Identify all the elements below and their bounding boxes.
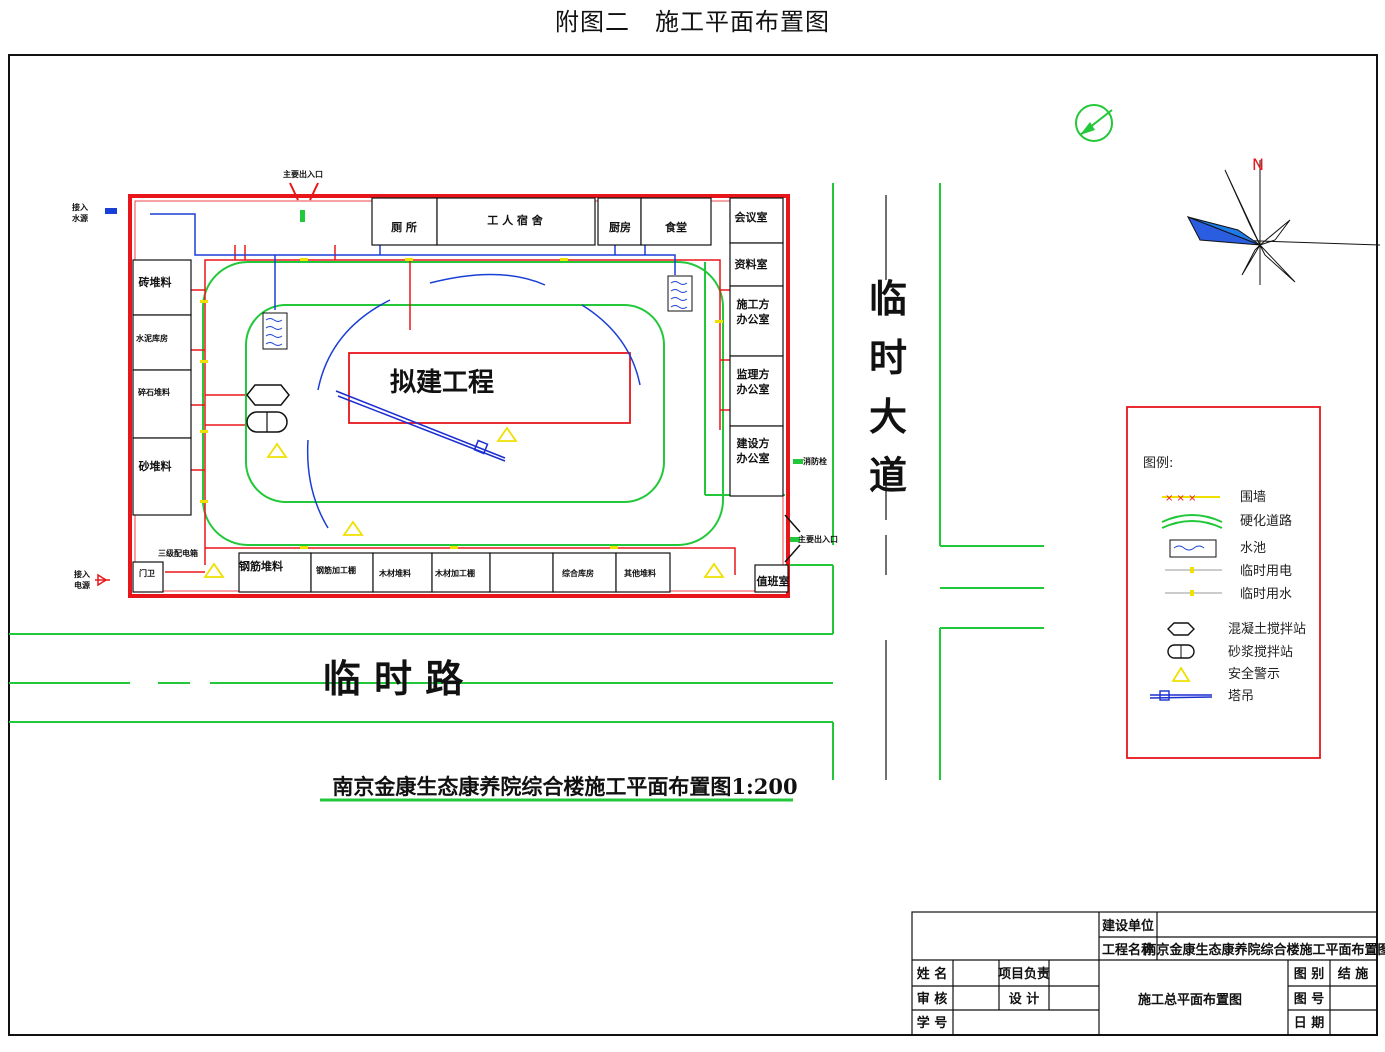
temp-road-label: 临 时 路 bbox=[323, 656, 464, 701]
room-archive: 资料室 bbox=[735, 257, 768, 271]
inner-road-outer bbox=[202, 261, 724, 546]
tb-category-label: 图 别 bbox=[1294, 967, 1325, 982]
warning-triangle-symbol bbox=[1171, 666, 1191, 682]
drawing-border bbox=[8, 54, 1378, 1036]
room-brick-stock: 砖堆料 bbox=[139, 275, 172, 289]
legend-label-mortar-mixer: 砂浆搅拌站 bbox=[1228, 644, 1293, 660]
compass-icon bbox=[1075, 104, 1113, 142]
tower-crane bbox=[335, 390, 506, 462]
tb-owner-label: 建设单位 bbox=[1102, 918, 1154, 934]
legend-label-fence: 围墙 bbox=[1240, 490, 1266, 505]
room-owner-office: 建设方办公室 bbox=[737, 436, 770, 465]
room-workers-dorm: 工 人 宿 舍 bbox=[487, 213, 543, 227]
room-contractor-office: 施工方办公室 bbox=[737, 297, 770, 326]
right-gate-label: 主要出入口 bbox=[798, 534, 838, 544]
proposed-building bbox=[348, 352, 631, 424]
room-other-stock: 其他堆料 bbox=[624, 568, 656, 578]
water-pool-symbol bbox=[1169, 539, 1217, 558]
room-duty: 值班室 bbox=[757, 574, 790, 588]
tb-drawing-name: 施工总平面布置图 bbox=[1138, 992, 1242, 1008]
room-gravel-stock: 碎石堆料 bbox=[138, 387, 170, 397]
top-gate bbox=[289, 182, 319, 222]
fire-hydrant-label: 消防栓 bbox=[803, 456, 827, 466]
warning-triangles bbox=[203, 426, 725, 578]
top-rooms bbox=[371, 197, 712, 246]
crane-swing-arcs bbox=[306, 273, 641, 529]
room-canteen: 食堂 bbox=[665, 220, 687, 234]
water-pool bbox=[262, 312, 288, 350]
tb-date-label: 日 期 bbox=[1294, 1016, 1325, 1031]
hard-road-symbol bbox=[1161, 514, 1223, 529]
room-general-store: 综合库房 bbox=[562, 568, 594, 578]
room-gatehouse: 门卫 bbox=[139, 568, 155, 578]
bottom-rooms bbox=[132, 552, 789, 593]
water-source-marker bbox=[105, 208, 117, 214]
legend-label-warning: 安全警示 bbox=[1228, 666, 1280, 682]
legend-label-tower-crane: 塔吊 bbox=[1228, 689, 1254, 704]
left-rooms bbox=[132, 259, 192, 516]
fence-symbol: × × × bbox=[1162, 493, 1220, 504]
top-gate-label: 主要出入口 bbox=[283, 169, 323, 179]
tb-design-label: 设 计 bbox=[1009, 991, 1040, 1007]
legend-label-hard-road: 硬化道路 bbox=[1240, 513, 1292, 529]
drawing-title: 南京金康生态康养院综合楼施工平面布置图1:200 bbox=[332, 774, 797, 799]
tb-name-label: 姓 名 bbox=[916, 966, 948, 982]
roads bbox=[9, 183, 1044, 780]
tb-student-no-label: 学 号 bbox=[917, 1015, 948, 1031]
room-timber-shed: 木材加工棚 bbox=[434, 568, 475, 578]
mortar-mixer-symbol bbox=[1167, 644, 1195, 659]
tb-project-value: 南京金康生态康养院综合楼施工平面布置图 bbox=[1143, 942, 1385, 958]
temp-power-symbol bbox=[1165, 567, 1222, 573]
tb-project-label: 工程名称 bbox=[1102, 942, 1154, 958]
legend-label-temp-power: 临时用电 bbox=[1240, 564, 1292, 579]
tb-number-label: 图 号 bbox=[1294, 992, 1325, 1007]
concrete-mixer bbox=[246, 384, 290, 406]
distribution-box-label: 三级配电箱 bbox=[158, 548, 198, 558]
room-toilet: 厕 所 bbox=[391, 220, 417, 234]
legend-box bbox=[1126, 406, 1321, 759]
page-title: 附图二 施工平面布置图 bbox=[555, 8, 830, 36]
site-fence bbox=[128, 194, 790, 598]
power-poles bbox=[200, 258, 723, 549]
power-source-label: 接入电源 bbox=[74, 569, 90, 590]
room-supervisor-office: 监理方办公室 bbox=[737, 367, 770, 396]
tb-category-value: 结 施 bbox=[1338, 966, 1369, 982]
legend-title: 图例: bbox=[1143, 456, 1173, 471]
right-gate bbox=[784, 459, 803, 563]
inner-road-inner bbox=[245, 304, 665, 503]
legend-label-concrete-mixer: 混凝土搅拌站 bbox=[1228, 621, 1306, 637]
tb-pm-label: 项目负责 bbox=[998, 966, 1050, 982]
proposed-building-label: 拟建工程 bbox=[390, 368, 494, 398]
room-kitchen: 厨房 bbox=[609, 220, 631, 234]
svg-text:× × ×: × × × bbox=[1165, 493, 1197, 504]
temp-avenue-label: 临时大道 bbox=[869, 276, 907, 498]
wind-rose-icon bbox=[1186, 160, 1381, 285]
legend-label-temp-water: 临时用水 bbox=[1240, 587, 1292, 602]
concrete-mixer-symbol bbox=[1167, 622, 1195, 636]
right-rooms bbox=[729, 197, 784, 497]
room-rebar-shed: 钢筋加工棚 bbox=[316, 565, 356, 575]
power-source-marker bbox=[97, 573, 108, 587]
legend-label-water-pool: 水池 bbox=[1240, 541, 1266, 556]
water-pool bbox=[667, 275, 693, 312]
water-source-label: 接入水源 bbox=[71, 202, 88, 223]
title-block bbox=[911, 911, 1378, 1036]
tower-crane-symbol bbox=[1149, 690, 1213, 701]
room-meeting: 会议室 bbox=[735, 210, 768, 224]
temp-water-symbol bbox=[1165, 590, 1222, 596]
room-sand-stock: 砂堆料 bbox=[139, 459, 172, 473]
north-label: N bbox=[1252, 155, 1264, 174]
room-cement-store: 水泥库房 bbox=[135, 333, 168, 343]
temp-water-lines bbox=[150, 213, 676, 310]
room-timber-stock: 木材堆料 bbox=[378, 568, 411, 578]
room-rebar-stock: 钢筋堆料 bbox=[239, 559, 283, 573]
tb-review-label: 审 核 bbox=[917, 991, 948, 1007]
